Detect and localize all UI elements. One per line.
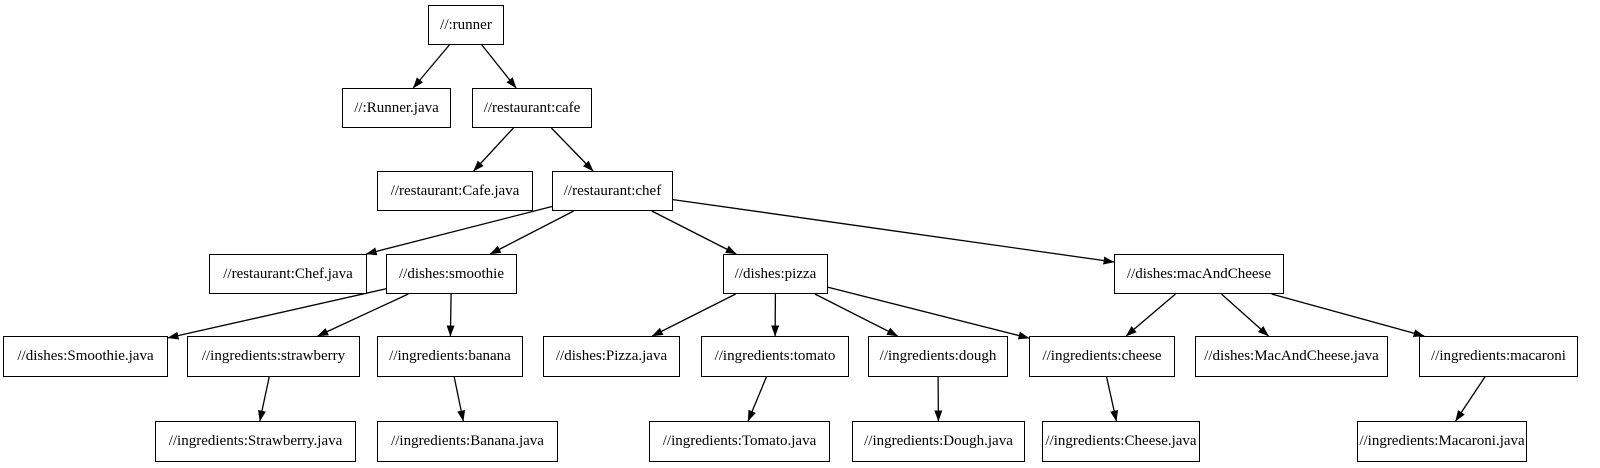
graph-node-runner: //:runner [428, 5, 504, 45]
edge-cheese-to-cheese-java [1105, 376, 1119, 422]
graph-node-cafe-java: //restaurant:Cafe.java [377, 171, 533, 211]
graph-node-banana: //ingredients:banana [377, 336, 523, 377]
edge-chef-to-chef-java [365, 205, 553, 256]
edge-smoothie-to-strawberry [317, 293, 409, 337]
graph-node-dough: //ingredients:dough [868, 336, 1008, 377]
graph-node-macaroni-java: //ingredients:Macaroni.java [1357, 421, 1527, 462]
edge-mac-and-cheese-to-macaroni [1271, 293, 1425, 338]
edge-cafe-to-cafe-java [473, 127, 514, 172]
edge-chef-to-pizza [651, 210, 737, 255]
edge-mac-and-cheese-to-cheese [1125, 293, 1176, 337]
edge-tomato-to-tomato-java [747, 376, 768, 422]
graph-node-tomato: //ingredients:tomato [701, 336, 849, 377]
edge-strawberry-to-strawberry-java [258, 376, 270, 422]
graph-node-chef: //restaurant:chef [552, 171, 673, 211]
edge-chef-to-mac-and-cheese [672, 198, 1115, 265]
graph-node-strawberry: //ingredients:strawberry [187, 336, 360, 377]
edge-pizza-to-dough [814, 293, 899, 337]
edge-chef-to-smoothie [489, 210, 574, 255]
graph-node-chef-java: //restaurant:Chef.java [209, 254, 367, 294]
graph-node-runner-java: //:Runner.java [342, 88, 451, 128]
graph-node-strawberry-java: //ingredients:Strawberry.java [155, 421, 356, 462]
graph-node-mac-and-cheese: //dishes:macAndCheese [1114, 254, 1284, 294]
edge-runner-to-cafe [481, 44, 517, 89]
edge-smoothie-to-smoothie-java [167, 288, 387, 340]
graph-node-pizza: //dishes:pizza [723, 254, 828, 294]
edge-cafe-to-chef [550, 127, 594, 172]
graph-node-banana-java: //ingredients:Banana.java [377, 421, 558, 462]
edge-pizza-to-cheese [827, 286, 1030, 340]
edge-banana-to-banana-java [453, 376, 466, 422]
graph-node-dough-java: //ingredients:Dough.java [852, 421, 1025, 462]
graph-node-macaroni: //ingredients:macaroni [1419, 336, 1578, 377]
graph-node-pizza-java: //dishes:Pizza.java [543, 336, 680, 377]
graph-node-smoothie-java: //dishes:Smoothie.java [3, 336, 168, 377]
graph-node-smoothie: //dishes:smoothie [386, 254, 517, 294]
edge-smoothie-to-banana [446, 293, 455, 337]
edge-pizza-to-pizza-java [651, 293, 736, 337]
graph-node-cafe: //restaurant:cafe [472, 88, 592, 128]
graph-node-cheese-java: //ingredients:Cheese.java [1042, 421, 1200, 462]
graph-node-mac-and-cheese-java: //dishes:MacAndCheese.java [1195, 336, 1388, 377]
edge-macaroni-to-macaroni-java [1455, 376, 1486, 422]
graph-node-tomato-java: //ingredients:Tomato.java [649, 421, 830, 462]
edge-mac-and-cheese-to-mac-and-cheese-java [1220, 293, 1269, 337]
graph-node-cheese: //ingredients:cheese [1029, 336, 1175, 377]
edge-runner-to-runner-java [412, 44, 450, 89]
